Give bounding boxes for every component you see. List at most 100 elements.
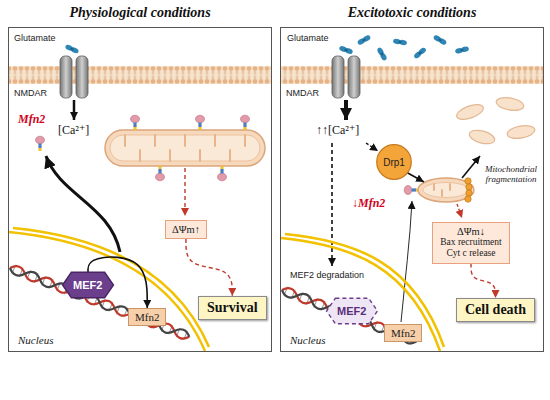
protein-circle: Drp1 <box>376 144 412 180</box>
panel-title: Excitotoxic conditions <box>281 5 543 21</box>
nuclear-envelope <box>9 228 444 351</box>
nmda-receptor-part <box>60 56 72 98</box>
connector-arrow <box>186 239 232 296</box>
receptor-label: NMDAR <box>14 88 47 98</box>
outcome-box: Survival <box>198 296 267 320</box>
nmda-receptor-part <box>76 56 88 98</box>
nmda-receptor-part <box>332 56 344 98</box>
glutamate-molecules-part <box>455 46 470 55</box>
glutamate-molecules-part <box>393 38 408 46</box>
process-label: MEF2 degradation <box>290 270 364 280</box>
glutamate-molecules-part <box>65 44 80 55</box>
cell-membrane-part <box>281 66 543 84</box>
ligand-label: Glutamate <box>287 33 329 43</box>
signal-arrows-part <box>46 156 120 252</box>
signal-arrows-part <box>184 168 185 216</box>
connector-arrow <box>471 264 496 298</box>
fragmenting-mitochondrion-part <box>434 184 450 196</box>
fragmenting-mitochondrion <box>418 178 474 202</box>
condition-panel: Physiological conditionsMEF2Mfn2ΔΨm↑Surv… <box>8 27 272 352</box>
mitochondrial-fragments-part <box>495 96 525 113</box>
node-text: MEF2 <box>337 305 367 317</box>
membrane-potential-box: ΔΨm↓Bax recruitment Cyt c release <box>432 222 510 264</box>
process-label: Mitochondrial fragmentation <box>482 164 540 185</box>
dna-helix-part <box>8 263 191 341</box>
gene-box: Mfn2 <box>128 308 166 326</box>
glutamate-molecules-part <box>339 45 354 55</box>
dna-helix-part <box>280 285 418 346</box>
gene-box: Mfn2 <box>384 324 422 342</box>
glutamate-molecules-part <box>376 47 388 62</box>
node-text: Mfn2 <box>391 327 415 339</box>
compartment-label: Nucleus <box>18 334 53 346</box>
calcium-influx-arrow-part <box>344 100 348 120</box>
fragmenting-mitochondrion-part <box>466 190 472 196</box>
node-text: MEF2 <box>73 279 103 291</box>
dna-helix-part-part <box>8 264 190 341</box>
mitochondrion-part <box>196 115 205 130</box>
fragmenting-mitochondrion-part <box>466 184 472 190</box>
cell-membrane <box>9 66 543 84</box>
calcium-influx-arrow-part <box>73 100 76 120</box>
panel-title: Physiological conditions <box>9 5 271 21</box>
glutamate-molecules-part <box>357 34 372 46</box>
node-text: Cell death <box>465 302 526 318</box>
mitochondrion-part <box>156 166 165 181</box>
mfn2-protein-part <box>404 186 419 195</box>
mfn2-protein <box>36 136 420 194</box>
signal-arrows-part <box>366 143 378 151</box>
mitochondrion-part <box>125 135 245 161</box>
signal-arrows-part <box>406 172 424 182</box>
protein-label: Mfn2 <box>18 112 45 127</box>
condition-panel: Excitotoxic conditionsDrp1ΔΨm↓Bax recrui… <box>280 27 544 352</box>
signal-arrows-part <box>457 204 462 218</box>
fragmenting-mitochondrion-part <box>423 183 469 198</box>
compartment-label: Nucleus <box>290 334 325 346</box>
mitochondrion-part <box>110 135 260 161</box>
dna-helix-part-part <box>280 286 418 346</box>
ion-label: [Ca²⁺] <box>58 123 89 138</box>
glutamate-molecules-part <box>433 34 448 46</box>
fragmenting-mitochondrion-part <box>465 178 471 184</box>
glutamate-molecules-part <box>413 47 427 60</box>
node-text: ΔΨm↓ <box>437 226 505 237</box>
fragmenting-mitochondrion-part <box>465 196 471 202</box>
transcription-factor: MEF2 <box>62 272 114 298</box>
node-text: Mfn2 <box>135 311 159 323</box>
signal-arrows <box>46 143 480 322</box>
node-text: ΔΨm↑ <box>172 224 200 235</box>
mitochondrial-fragments-part <box>468 128 496 146</box>
circle-shape <box>377 145 412 180</box>
outcome-box: Cell death <box>456 298 535 322</box>
degraded-transcription-factor: MEF2 <box>326 298 378 324</box>
glutamate-molecules <box>65 34 470 61</box>
mitochondrial-fragments-part <box>506 124 536 141</box>
dna-helix-part-part <box>8 264 190 341</box>
mfn2-protein-part <box>36 136 45 151</box>
signal-arrows-part <box>401 201 412 322</box>
receptor-label: NMDAR <box>286 88 319 98</box>
node-text: Bax recruitment Cyt c release <box>437 237 505 260</box>
protein-label: ↓Mfn2 <box>352 196 385 211</box>
mitochondrial-fragments-part <box>455 102 485 123</box>
mitochondrion-part <box>105 130 265 166</box>
membrane-potential-box: ΔΨm↑ <box>165 220 207 239</box>
nmda-receptor <box>60 56 360 98</box>
hexagon-shape <box>327 298 378 323</box>
node-text: Drp1 <box>383 157 405 168</box>
calcium-influx-arrow <box>74 100 346 120</box>
dna-helix-part-part <box>280 286 418 346</box>
nmda-receptor-part <box>348 56 360 98</box>
signal-arrows-part <box>462 156 480 178</box>
mitochondrion-part <box>241 115 250 130</box>
fragmenting-mitochondrion-part <box>418 178 474 202</box>
ligand-label: Glutamate <box>14 33 56 43</box>
mitochondrion-part <box>131 115 140 130</box>
dna-helix <box>8 263 418 346</box>
ion-label: ↑↑[Ca²⁺] <box>316 123 359 138</box>
cell-membrane-part <box>9 66 271 84</box>
hexagon-shape <box>63 272 114 297</box>
